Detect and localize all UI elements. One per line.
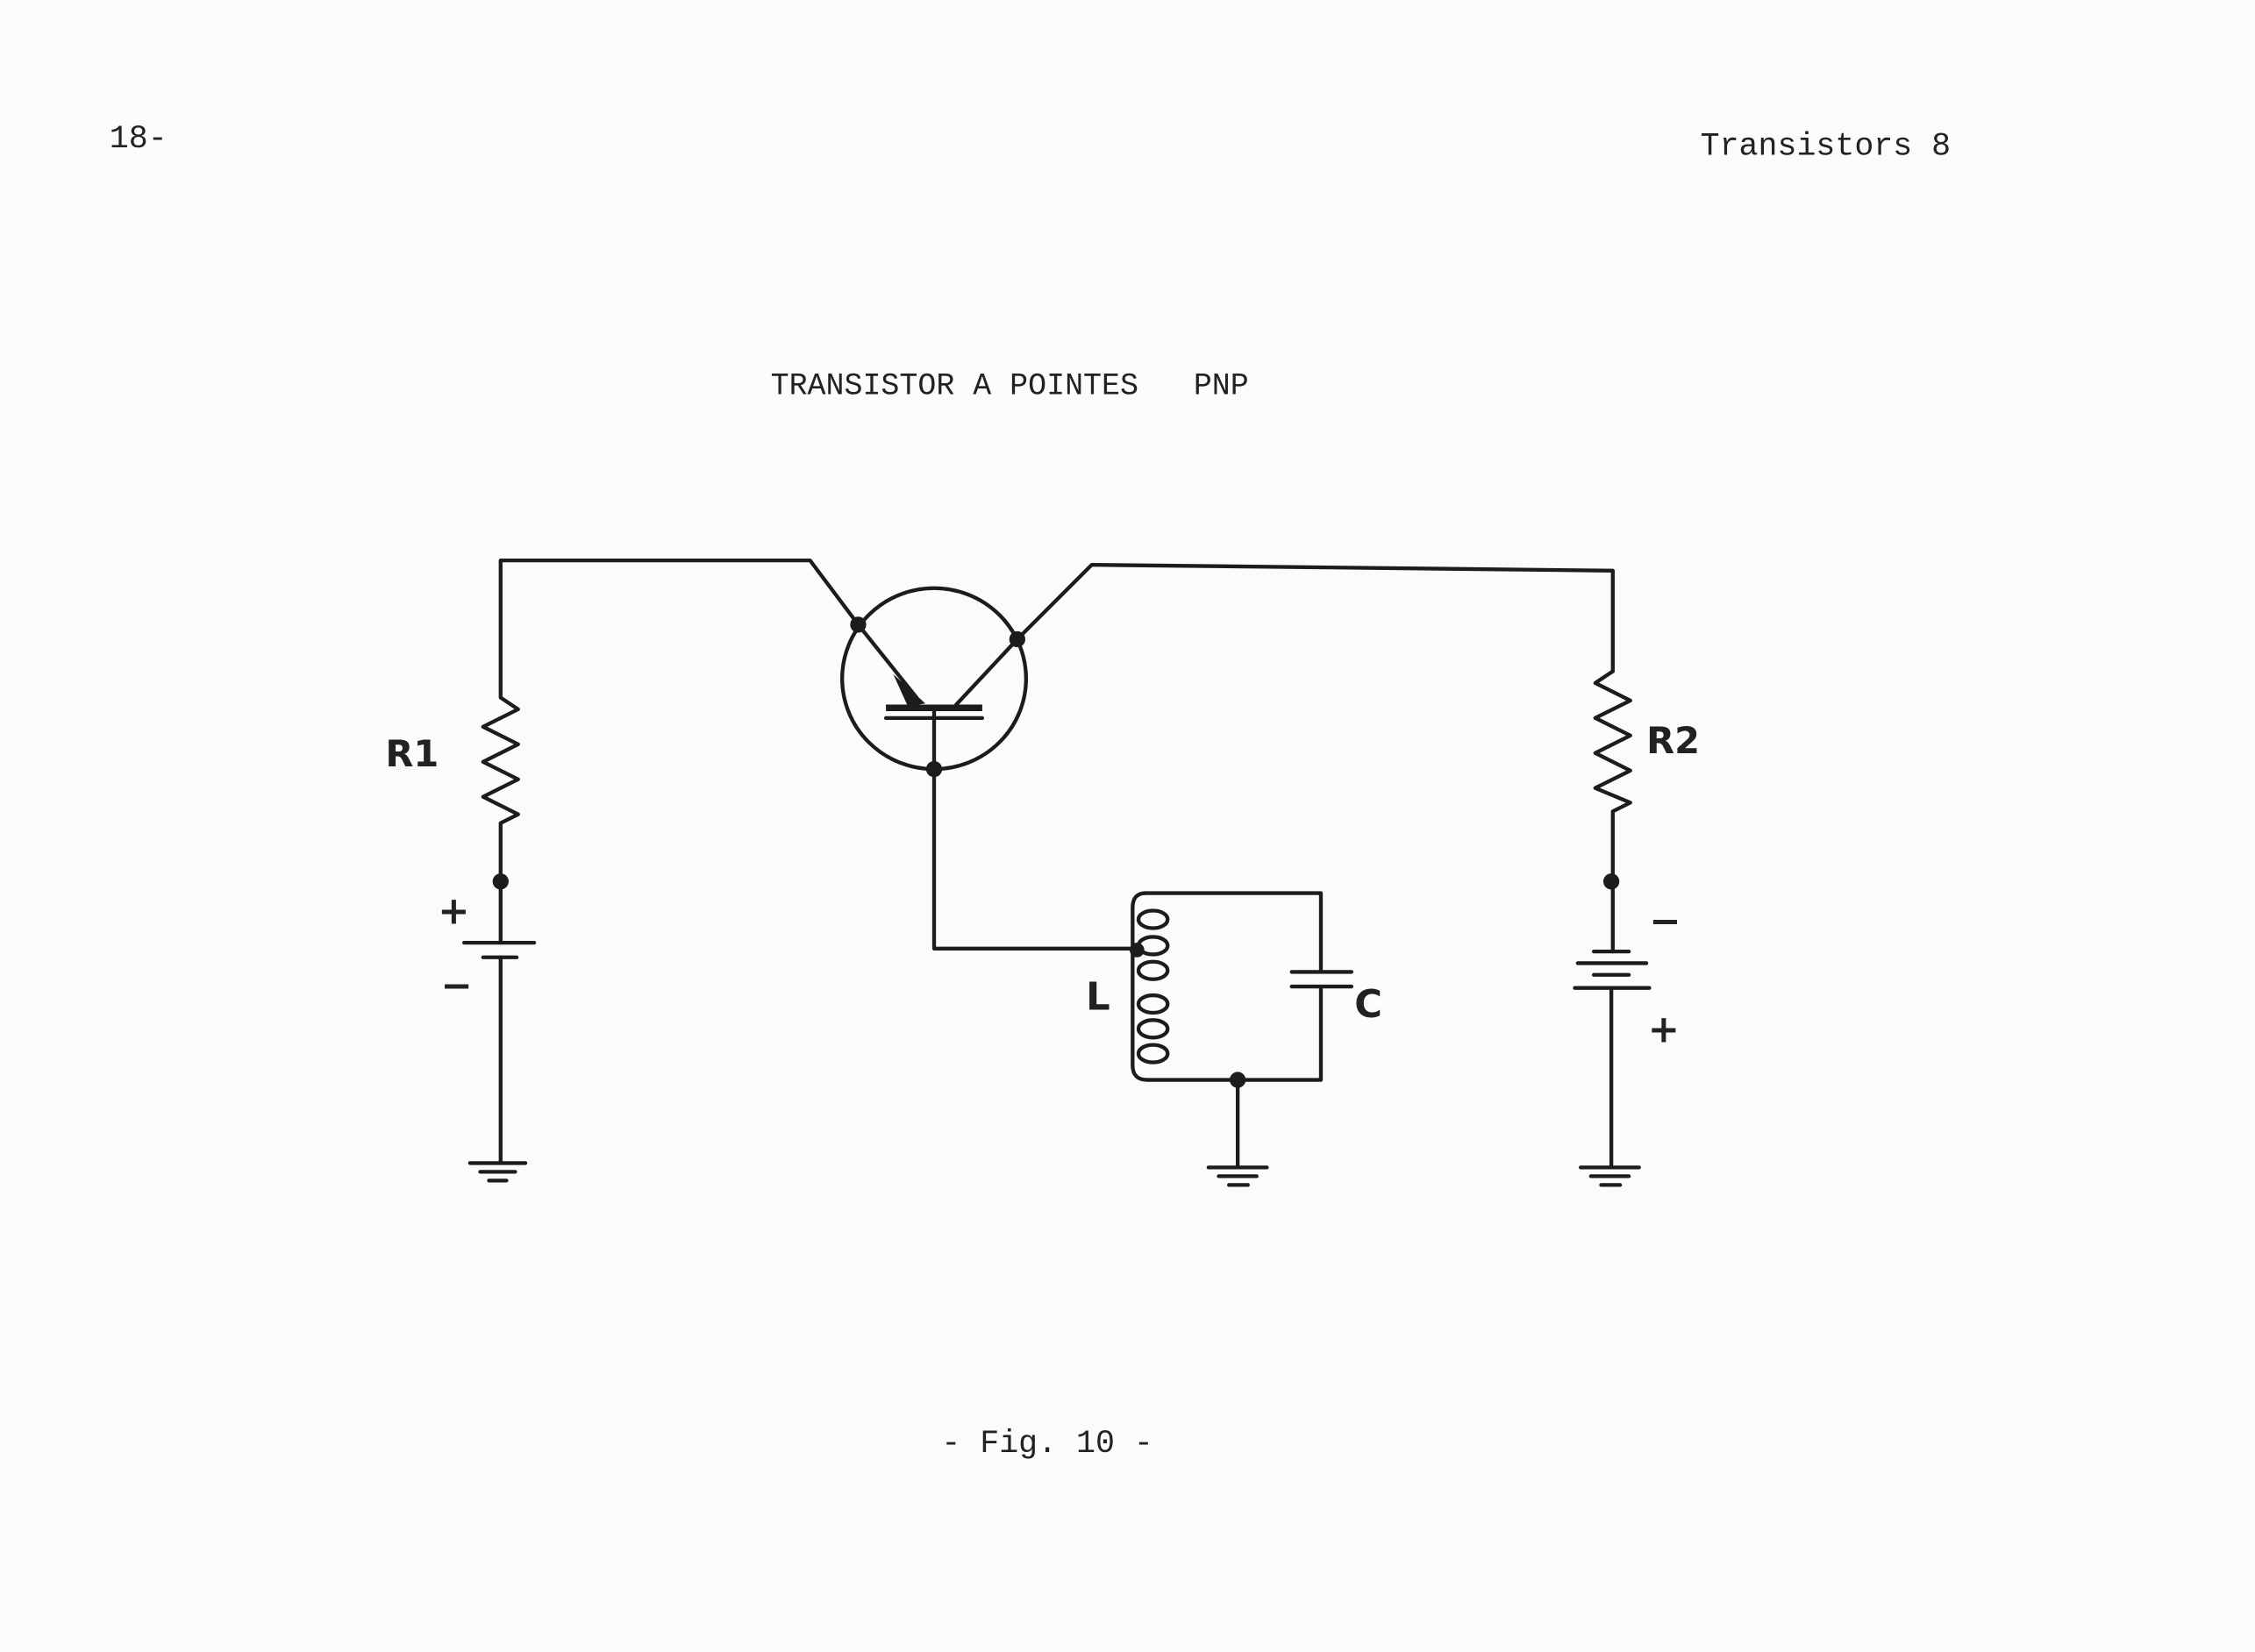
running-title: Transistors 8 bbox=[1701, 129, 1951, 165]
collector-wire bbox=[1015, 562, 1615, 673]
transistor-symbol bbox=[840, 586, 1138, 951]
emitter-wire bbox=[498, 558, 860, 688]
label-r2: R2 bbox=[1646, 719, 1700, 762]
page-number: 18- bbox=[110, 121, 168, 157]
inductor-l bbox=[1129, 891, 1170, 1082]
resistor-r2 bbox=[1593, 669, 1632, 954]
figure-title: TRANSISTOR A POINTES PNP bbox=[771, 369, 1249, 403]
ground-center bbox=[1206, 1078, 1269, 1187]
label-left-minus: − bbox=[441, 964, 473, 1008]
label-left-plus: + bbox=[438, 889, 469, 933]
battery-left bbox=[462, 940, 537, 1165]
circuit-diagram: R1 + − R2 − + bbox=[385, 558, 1700, 1187]
figure-caption: - Fig. 10 - bbox=[941, 1426, 1153, 1462]
capacitor-c bbox=[1144, 891, 1354, 1082]
label-right-plus: + bbox=[1648, 1008, 1680, 1051]
label-c: C bbox=[1354, 983, 1382, 1027]
label-l: L bbox=[1086, 976, 1110, 1020]
resistor-r1 bbox=[481, 684, 520, 945]
battery-right bbox=[1573, 949, 1652, 1170]
label-right-minus: − bbox=[1649, 900, 1681, 943]
label-r1: R1 bbox=[385, 732, 439, 775]
ground-left bbox=[467, 1161, 528, 1183]
ground-right bbox=[1579, 1165, 1641, 1187]
